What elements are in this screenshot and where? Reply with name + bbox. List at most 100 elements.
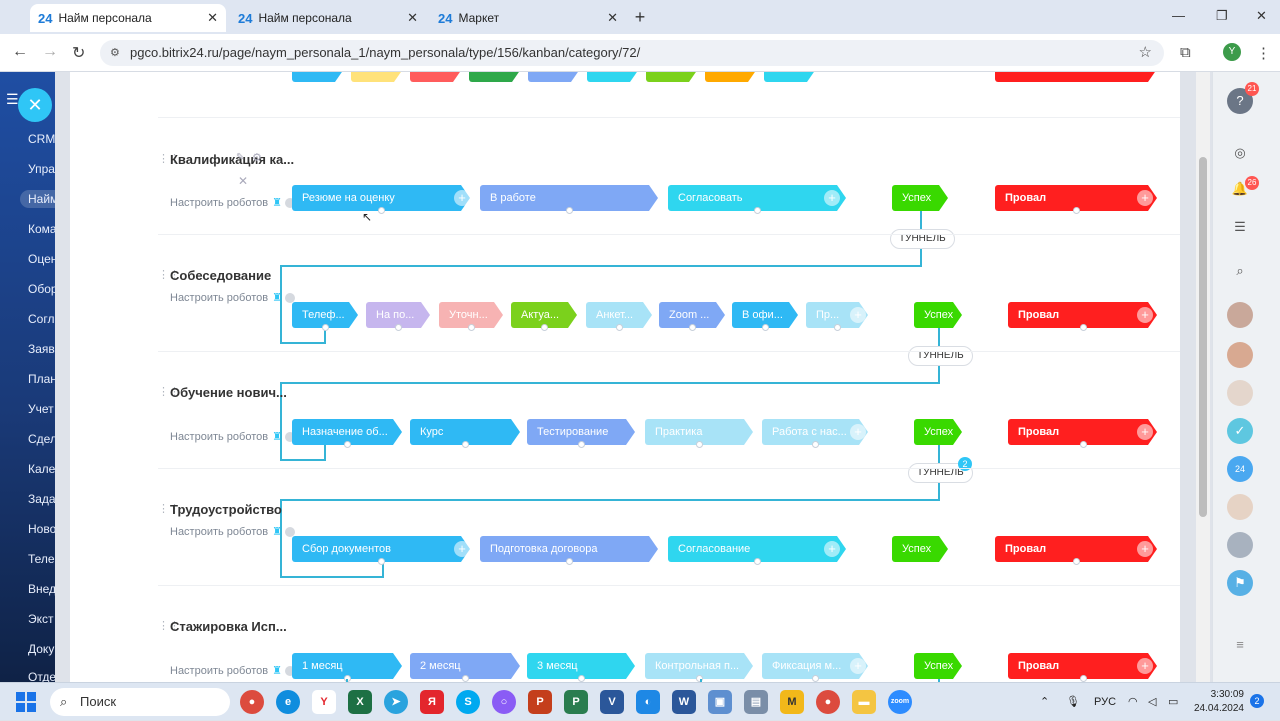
connector-dot[interactable] [378, 558, 385, 565]
fail-stage[interactable]: Провал [995, 536, 1157, 562]
avatar[interactable] [1227, 494, 1253, 520]
drag-handle-icon[interactable]: ⋮⋮ [158, 503, 180, 515]
notification-count-badge[interactable]: 2 [1250, 694, 1264, 708]
stage-column[interactable]: Согласовать [668, 185, 846, 211]
app-icon[interactable]: ▣ [708, 690, 732, 714]
nav-item[interactable]: Экст [28, 612, 54, 626]
reload-icon[interactable]: ↻ [72, 45, 86, 62]
avatar[interactable] [1227, 532, 1253, 558]
connector-dot[interactable] [578, 675, 585, 682]
connector-dot[interactable] [566, 207, 573, 214]
fail-stage[interactable]: Провал [1008, 302, 1157, 328]
stage-column[interactable] [351, 72, 403, 82]
connector-dot[interactable] [468, 324, 475, 331]
connector-dot[interactable] [541, 324, 548, 331]
connector-dot[interactable] [1073, 207, 1080, 214]
add-stage-icon[interactable]: + [850, 307, 866, 323]
nav-item[interactable]: Теле [28, 552, 55, 566]
connector-dot[interactable] [696, 675, 703, 682]
stage-column[interactable]: Zoom ... [659, 302, 725, 328]
nav-item[interactable]: Кале [28, 462, 55, 476]
connector-dot[interactable] [395, 324, 402, 331]
drag-handle-icon[interactable]: ⋮⋮ [158, 269, 180, 281]
list-icon[interactable]: ≡ [1236, 637, 1244, 652]
windows-start-icon[interactable] [16, 692, 36, 712]
nav-item-selected[interactable]: Найм [20, 190, 55, 208]
skype-icon[interactable]: S [456, 690, 480, 714]
stage-column[interactable] [292, 72, 344, 82]
stage-column[interactable]: Уточн... [439, 302, 503, 328]
target-icon[interactable]: ◎ [1234, 145, 1246, 160]
stage-column[interactable]: Тестирование [527, 419, 635, 445]
add-stage-icon[interactable]: + [1137, 424, 1153, 440]
help-icon[interactable] [284, 198, 295, 209]
project-icon[interactable]: P [564, 690, 588, 714]
fail-stage[interactable]: Провал [995, 185, 1157, 211]
stage-column[interactable] [705, 72, 757, 82]
success-stage[interactable]: Успех [914, 302, 962, 328]
configure-robots-link[interactable]: Настроить роботов♜ [170, 196, 295, 209]
chrome-icon[interactable]: ● [816, 690, 840, 714]
stage-column[interactable]: Практика [645, 419, 753, 445]
tab-naym-1[interactable]: 24 Найм персонала ✕ [30, 4, 226, 32]
nav-item[interactable]: План [28, 372, 55, 386]
avatar[interactable] [1227, 342, 1253, 368]
connector-dot[interactable] [689, 324, 696, 331]
connector-dot[interactable] [834, 324, 841, 331]
volume-icon[interactable]: ◁ [1148, 696, 1157, 708]
yandex-icon[interactable]: Я [420, 690, 444, 714]
hamburger-menu-icon[interactable]: ☰ [6, 91, 19, 107]
battery-icon[interactable]: ▭ [1168, 696, 1179, 708]
extensions-icon[interactable]: ⧉ [1180, 44, 1191, 61]
powerpoint-icon[interactable]: P [528, 690, 552, 714]
add-stage-icon[interactable]: + [824, 190, 840, 206]
stage-column[interactable] [587, 72, 639, 82]
connector-dot[interactable] [754, 207, 761, 214]
chrome-icon[interactable]: ● [240, 690, 264, 714]
wifi-icon[interactable]: ◠ [1128, 696, 1138, 708]
word-icon[interactable]: W [672, 690, 696, 714]
success-stage[interactable]: Успех [914, 653, 962, 679]
close-tab-icon[interactable]: ✕ [207, 10, 218, 25]
help-icon[interactable] [284, 666, 295, 677]
nav-item[interactable]: Зада [28, 492, 55, 506]
connector-dot[interactable] [378, 207, 385, 214]
configure-robots-link[interactable]: Настроить роботов♜ [170, 525, 295, 538]
tunnel-badge[interactable]: ТУННЕЛЬ [890, 229, 955, 249]
clock[interactable]: 3:30:09 24.04.2024 [1192, 688, 1244, 716]
search-icon[interactable]: ⌕ [1236, 263, 1244, 278]
close-slider-button[interactable]: ✕ [18, 88, 52, 122]
zoom-icon[interactable]: zoom [888, 690, 912, 714]
nav-item[interactable]: Внед [28, 582, 55, 596]
help-icon[interactable] [284, 527, 295, 538]
connector-dot[interactable] [1079, 324, 1087, 331]
stage-column[interactable]: 1 месяц [292, 653, 402, 679]
stage-column[interactable]: Назначение об... [292, 419, 402, 445]
connector-dot[interactable] [1073, 558, 1080, 565]
connector-dot[interactable] [812, 675, 819, 682]
success-stage[interactable]: Успех [914, 419, 962, 445]
stage-column[interactable]: В офи... [732, 302, 798, 328]
group-icon[interactable]: ⚑ [1227, 570, 1253, 596]
stage-column[interactable]: Подготовка договора [480, 536, 658, 562]
add-stage-icon[interactable]: + [1137, 190, 1153, 206]
tab-market[interactable]: 24 Маркет ✕ [430, 4, 626, 32]
add-stage-icon[interactable]: + [824, 541, 840, 557]
stage-column[interactable]: Контрольная п... [645, 653, 753, 679]
calendar-icon[interactable]: 24 [1227, 456, 1253, 482]
stage-column[interactable]: Фиксация м... [762, 653, 868, 679]
bookmark-star-icon[interactable]: ☆ [1138, 44, 1152, 61]
avatar[interactable] [1227, 302, 1253, 328]
fail-stage[interactable]: Провал [1008, 419, 1157, 445]
nav-item[interactable]: Учет [28, 402, 54, 416]
configure-robots-link[interactable]: Настроить роботов♜ [170, 664, 295, 677]
restore-icon[interactable]: ❐ [1216, 8, 1228, 23]
visio-icon[interactable]: V [600, 690, 624, 714]
alice-icon[interactable]: ○ [492, 690, 516, 714]
minimize-icon[interactable]: — [1172, 8, 1185, 23]
site-info-icon[interactable]: ⚙ [110, 47, 120, 59]
add-stage-icon[interactable]: + [454, 541, 470, 557]
nav-item[interactable]: Обор [28, 282, 55, 296]
stage-column[interactable] [410, 72, 462, 82]
add-stage-icon[interactable]: + [1137, 541, 1153, 557]
